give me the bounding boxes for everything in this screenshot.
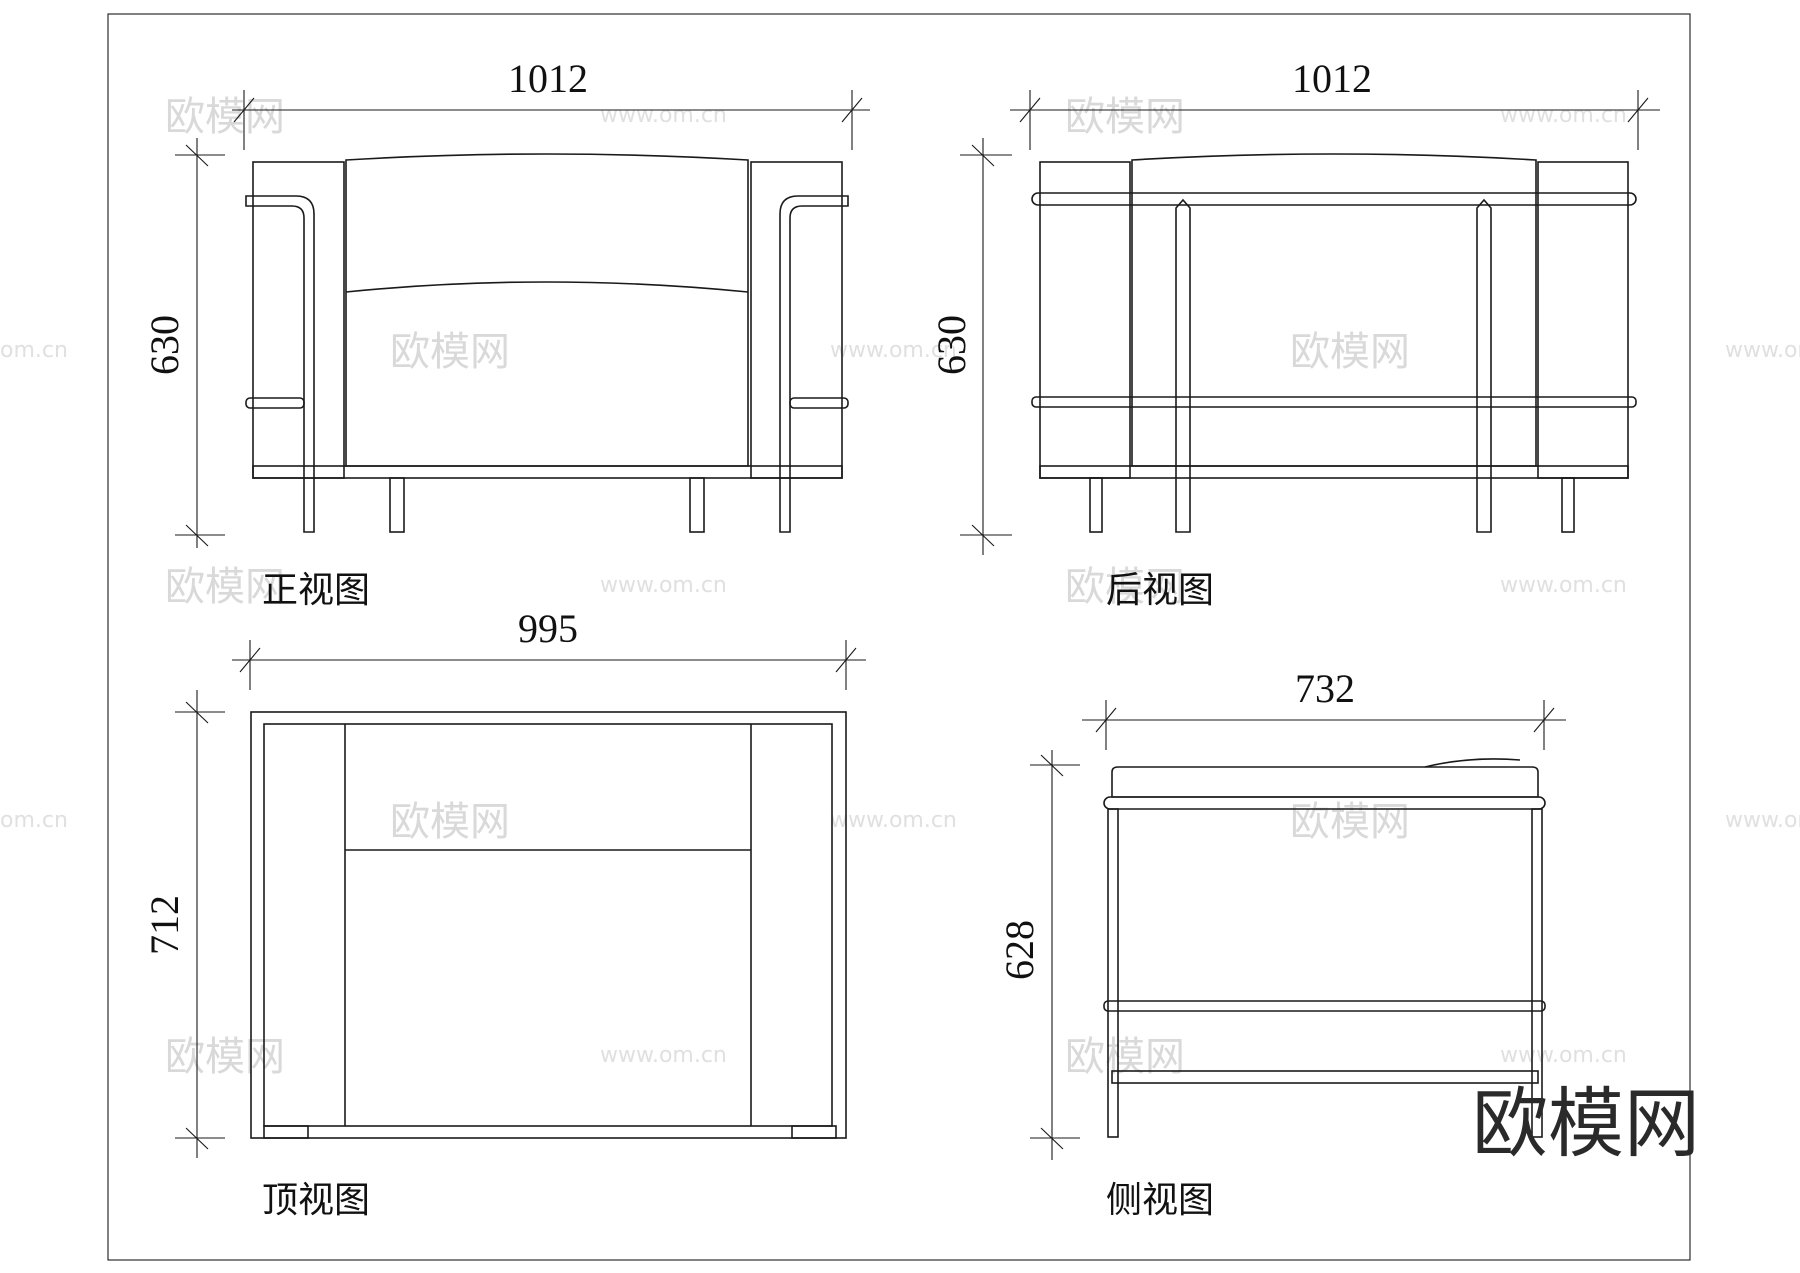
side-width-label: 732	[1295, 666, 1355, 711]
watermark-url: www.om.cn	[600, 103, 727, 128]
watermark-url: www.om.cn	[1725, 338, 1800, 363]
side-view-caption: 侧视图	[1106, 1180, 1214, 1221]
watermark-brand: 欧模网	[1065, 94, 1185, 140]
front-view: 1012 630 正视图	[142, 56, 870, 611]
back-view-caption: 后视图	[1106, 570, 1214, 611]
watermark-url: www.om.cn	[830, 338, 957, 363]
side-height-dimension: 628	[997, 750, 1080, 1160]
back-height-dimension: 630	[929, 138, 1012, 555]
top-depth-dimension: 712	[142, 690, 225, 1158]
sheet-border	[107, 13, 1691, 1261]
watermark-url: www.om.cn	[1500, 573, 1627, 598]
watermark-url-edge: om.cn	[0, 338, 68, 363]
front-height-label: 630	[142, 315, 187, 375]
top-width-label: 995	[518, 606, 578, 651]
back-width-dimension: 1012	[1010, 56, 1660, 150]
top-width-dimension: 995	[232, 606, 866, 690]
watermark-url: www.om.cn	[1500, 103, 1627, 128]
watermark-brand: 欧模网	[1290, 799, 1410, 845]
watermark-layer: 欧模网 欧模网 欧模网 欧模网 欧模网 欧模网 欧模网 欧模网 欧模网 欧模网 …	[0, 94, 1800, 1080]
front-height-dimension: 630	[142, 138, 225, 548]
watermark-brand: 欧模网	[390, 329, 510, 375]
watermark-brand: 欧模网	[165, 94, 285, 140]
back-height-label: 630	[929, 315, 974, 375]
top-view-caption: 顶视图	[262, 1180, 370, 1221]
watermark-brand: 欧模网	[1065, 564, 1185, 610]
watermark-url: www.om.cn	[600, 573, 727, 598]
front-width-label: 1012	[508, 56, 588, 101]
brand-logo: 欧模网	[1472, 1079, 1700, 1168]
side-view: 732 628 侧视图	[997, 666, 1566, 1221]
back-width-label: 1012	[1292, 56, 1372, 101]
watermark-url: www.om.cn	[830, 808, 957, 833]
back-view: 1012 630 后视图	[929, 56, 1660, 611]
watermark-brand: 欧模网	[390, 799, 510, 845]
watermark-brand: 欧模网	[1290, 329, 1410, 375]
top-depth-label: 712	[142, 895, 187, 955]
watermark-url: www.om.cn	[1500, 1043, 1627, 1068]
watermark-url: www.om.cn	[1725, 808, 1800, 833]
side-height-label: 628	[997, 920, 1042, 980]
front-view-caption: 正视图	[262, 570, 370, 611]
watermark-url: www.om.cn	[600, 1043, 727, 1068]
watermark-brand: 欧模网	[165, 1034, 285, 1080]
watermark-brand: 欧模网	[165, 564, 285, 610]
front-width-dimension: 1012	[232, 56, 870, 150]
watermark-url-edge: om.cn	[0, 808, 68, 833]
top-view: 995 712 顶视图	[142, 606, 866, 1221]
watermark-brand: 欧模网	[1065, 1034, 1185, 1080]
side-width-dimension: 732	[1082, 666, 1566, 750]
